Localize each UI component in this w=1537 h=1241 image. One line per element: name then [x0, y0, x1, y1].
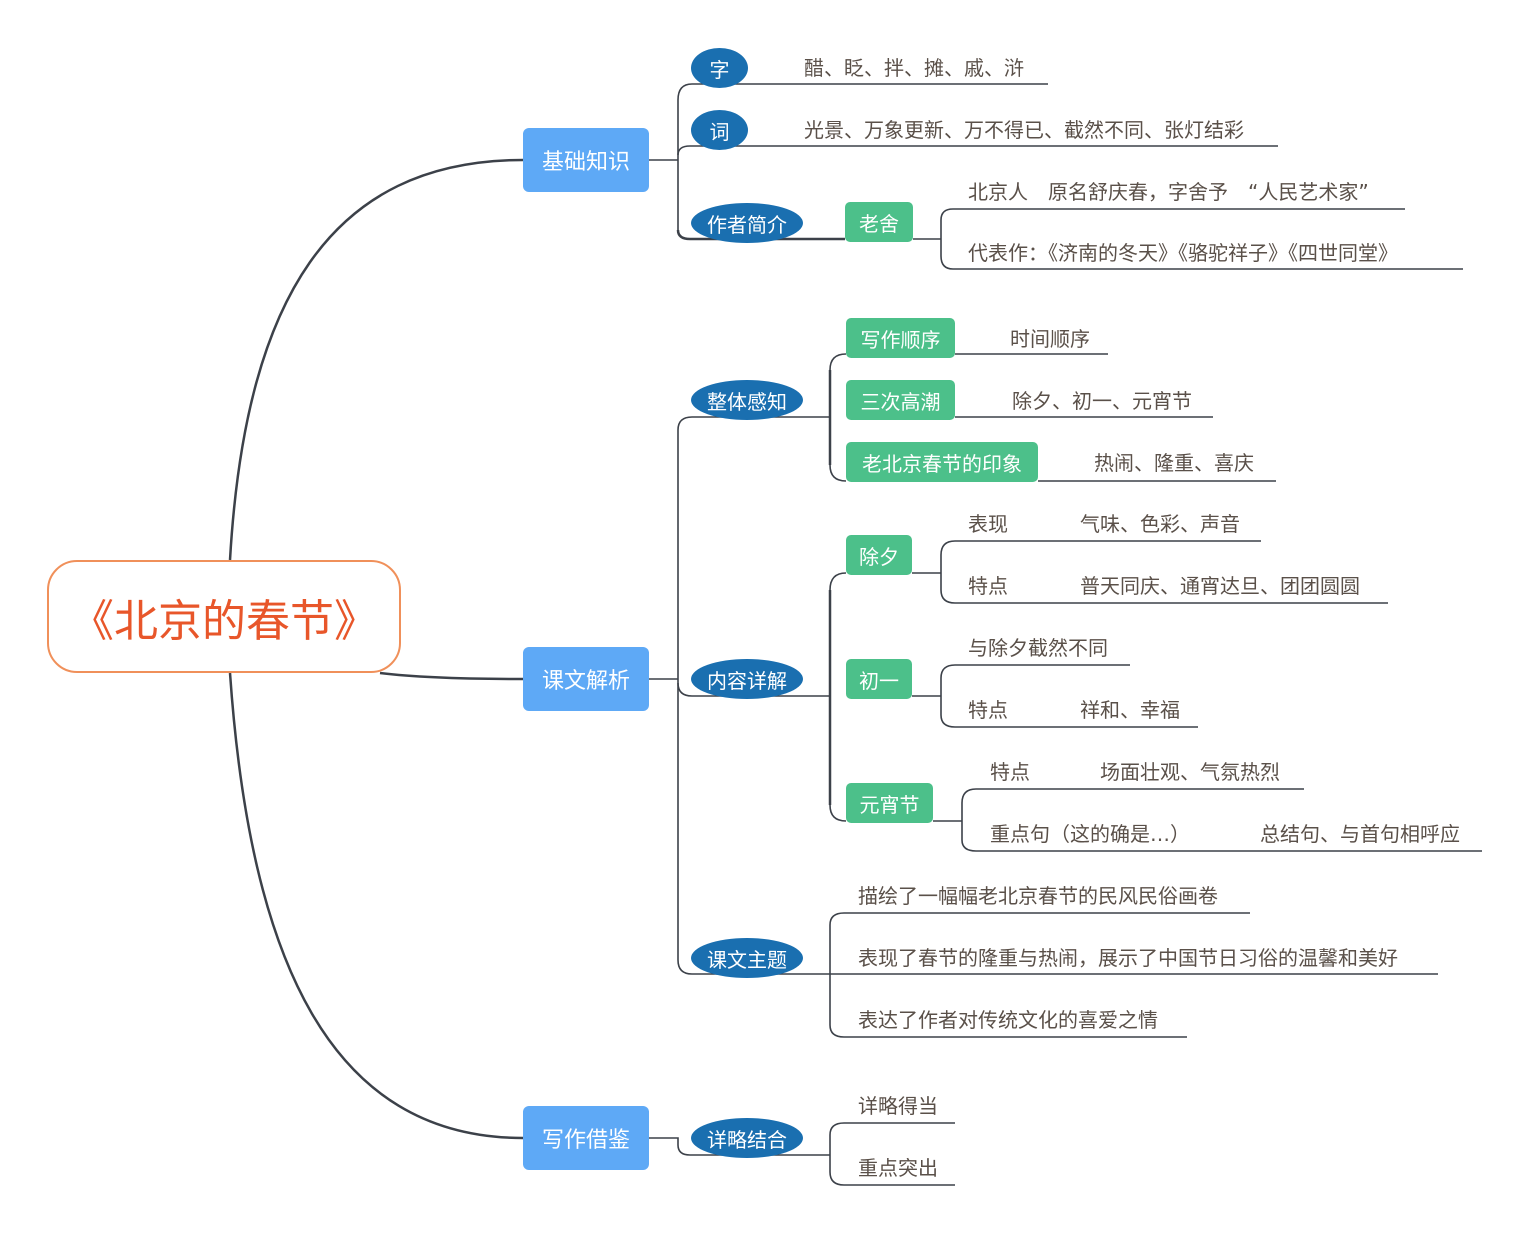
branch-basic-knowledge[interactable]: 基础知识 [523, 128, 649, 192]
theme-item-2: 表现了春节的隆重与热闹，展示了中国节日习俗的温馨和美好 [858, 946, 1398, 970]
chuyi-row-value: 祥和、幸福 [1080, 698, 1180, 722]
branch-writing-reference[interactable]: 写作借鉴 [523, 1106, 649, 1170]
beijing-impression-value: 热闹、隆重、喜庆 [1094, 451, 1254, 475]
node-beijing-impression[interactable]: 老北京春节的印象 [846, 442, 1038, 482]
combo-item-2: 重点突出 [858, 1156, 938, 1180]
chuyi-row-label: 特点 [968, 698, 1008, 722]
chuxi-row1-label: 表现 [968, 512, 1008, 536]
node-laoshe[interactable]: 老舍 [845, 202, 913, 242]
node-three-climaxes[interactable]: 三次高潮 [846, 380, 955, 420]
chuyi-contrast: 与除夕截然不同 [968, 636, 1108, 660]
node-yuanxiao[interactable]: 元宵节 [846, 783, 933, 823]
node-writing-order[interactable]: 写作顺序 [846, 318, 955, 358]
node-text-theme[interactable]: 课文主题 [691, 938, 803, 978]
node-chuxi[interactable]: 除夕 [846, 535, 912, 575]
node-ci[interactable]: 词 [691, 110, 748, 150]
chuxi-row2-value: 普天同庆、通宵达旦、团团圆圆 [1080, 574, 1360, 598]
author-detail-2: 代表作：《济南的冬天》《骆驼祥子》《四世同堂》 [968, 241, 1398, 265]
writing-order-value: 时间顺序 [1010, 327, 1090, 351]
author-detail-1: 北京人 原名舒庆春，字舍予 “人民艺术家” [968, 180, 1369, 204]
root-node[interactable]: 《北京的春节》 [47, 560, 401, 673]
zi-content: 醋、眨、拌、摊、戚、浒 [804, 56, 1024, 80]
node-zi[interactable]: 字 [691, 48, 748, 88]
node-chuyi[interactable]: 初一 [846, 659, 912, 699]
theme-item-3: 表达了作者对传统文化的喜爱之情 [858, 1008, 1158, 1032]
yuanxiao-row1-value: 场面壮观、气氛热烈 [1100, 760, 1280, 784]
yuanxiao-row1-label: 特点 [990, 760, 1030, 784]
node-detail-brief-combo[interactable]: 详略结合 [691, 1118, 803, 1158]
combo-item-1: 详略得当 [858, 1094, 938, 1118]
yuanxiao-row2-value: 总结句、与首句相呼应 [1260, 822, 1460, 846]
node-content-detail[interactable]: 内容详解 [691, 659, 803, 699]
theme-item-1: 描绘了一幅幅老北京春节的民风民俗画卷 [858, 884, 1218, 908]
yuanxiao-row2-label: 重点句（这的确是…） [990, 822, 1190, 846]
node-author-intro[interactable]: 作者简介 [691, 203, 803, 243]
branch-text-analysis[interactable]: 课文解析 [523, 647, 649, 711]
ci-content: 光景、万象更新、万不得已、截然不同、张灯结彩 [804, 118, 1244, 142]
node-overall-perception[interactable]: 整体感知 [691, 380, 803, 420]
chuxi-row2-label: 特点 [968, 574, 1008, 598]
chuxi-row1-value: 气味、色彩、声音 [1080, 512, 1240, 536]
three-climaxes-value: 除夕、初一、元宵节 [1012, 389, 1192, 413]
